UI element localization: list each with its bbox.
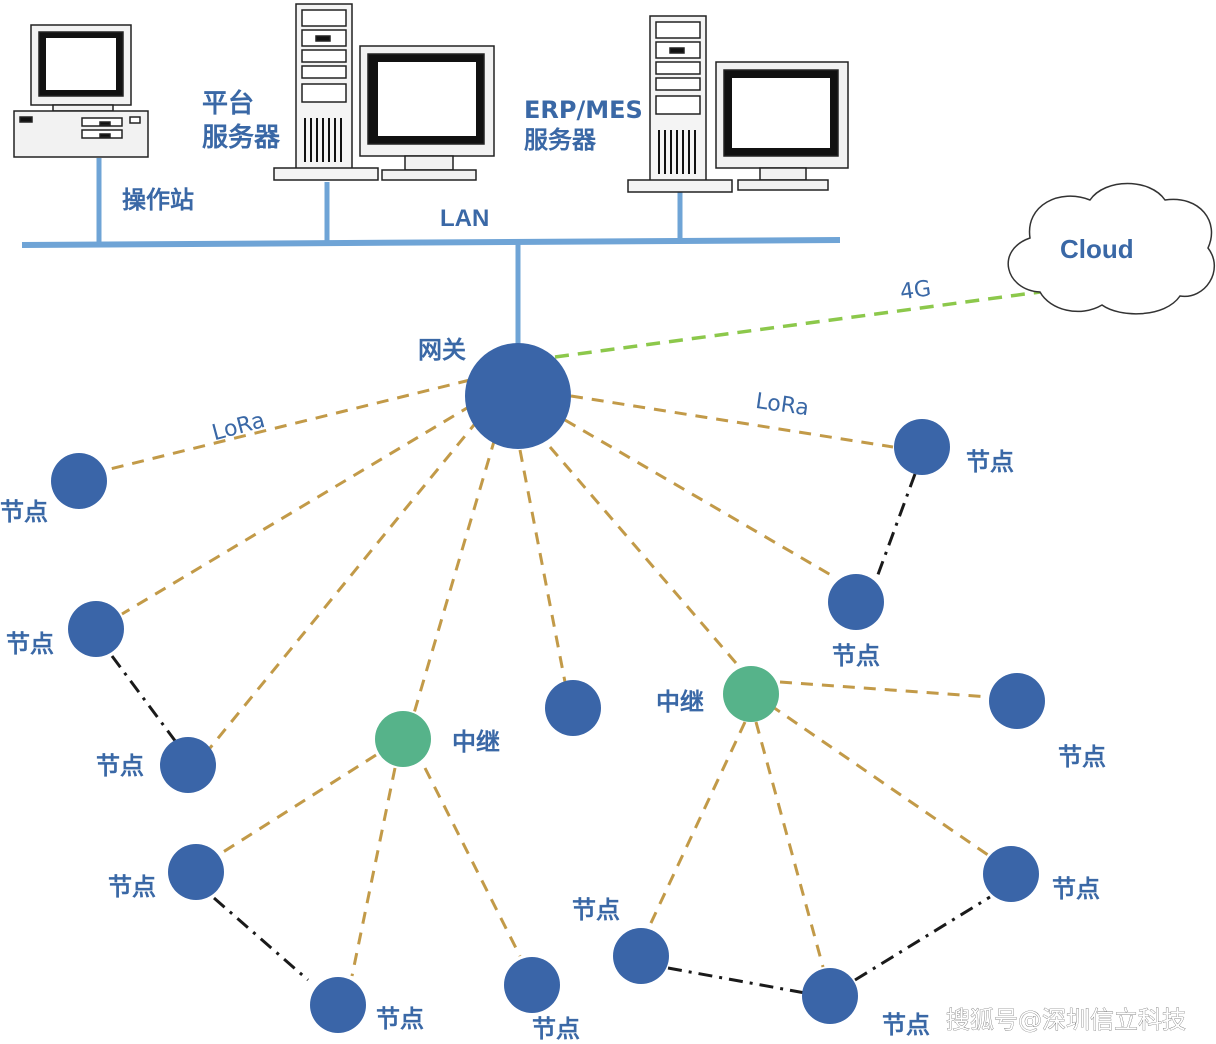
- node-7: [545, 680, 601, 736]
- node-8: [894, 419, 950, 475]
- relay-node-2: [723, 666, 779, 722]
- node-1: [51, 453, 107, 509]
- node-label-9: 节点: [832, 642, 880, 670]
- lan-bus: [21, 158, 841, 345]
- link-4g: [554, 290, 1041, 359]
- gateway-node: [465, 343, 571, 449]
- node-label-11: 节点: [1052, 875, 1100, 903]
- node-3: [160, 737, 216, 793]
- node-5: [310, 977, 366, 1033]
- lora-links: [105, 378, 990, 977]
- node-label-10: 节点: [1058, 743, 1106, 771]
- node-2: [68, 601, 124, 657]
- platform-server-icon: [273, 3, 495, 181]
- node-6: [504, 957, 560, 1013]
- node-label-12: 节点: [572, 896, 620, 924]
- cloud-label: Cloud: [1060, 234, 1134, 264]
- node-label-5: 节点: [376, 1005, 424, 1033]
- lan-label: LAN: [440, 205, 489, 232]
- cloud-icon: [1007, 182, 1215, 315]
- node-label-6: 节点: [532, 1015, 580, 1043]
- relay-label-2: 中继: [656, 688, 704, 716]
- node-label-1: 节点: [0, 498, 48, 526]
- node-label-3: 节点: [96, 752, 144, 780]
- node-11: [983, 846, 1039, 902]
- node-9: [828, 574, 884, 630]
- lora-label-left: LoRa: [209, 408, 267, 446]
- node-12: [613, 928, 669, 984]
- node-label-4: 节点: [108, 873, 156, 901]
- node-10: [989, 673, 1045, 729]
- platform-server-label-line2: 服务器: [202, 123, 281, 153]
- relay-label-1: 中继: [452, 728, 500, 756]
- watermark-text: 搜狐号@深圳信立科技: [946, 1006, 1186, 1034]
- erp-server-label-line1: ERP/MES: [524, 96, 643, 124]
- link-4g-label: 4G: [899, 276, 933, 305]
- mesh-links: [110, 473, 991, 995]
- node-label-13: 节点: [882, 1011, 930, 1039]
- workstation-icon: [13, 24, 149, 158]
- relay-node-1: [375, 711, 431, 767]
- erp-server-label-line2: 服务器: [524, 126, 597, 154]
- erp-server-icon: [627, 15, 849, 193]
- node-label-8: 节点: [966, 448, 1014, 476]
- end-nodes: [51, 419, 1045, 1033]
- lora-label-right: LoRa: [754, 389, 811, 421]
- node-4: [168, 844, 224, 900]
- platform-server-label-line1: 平台: [202, 88, 254, 119]
- workstation-label: 操作站: [122, 186, 194, 214]
- gateway-label: 网关: [418, 336, 466, 364]
- node-13: [802, 968, 858, 1024]
- node-label-2: 节点: [6, 630, 54, 658]
